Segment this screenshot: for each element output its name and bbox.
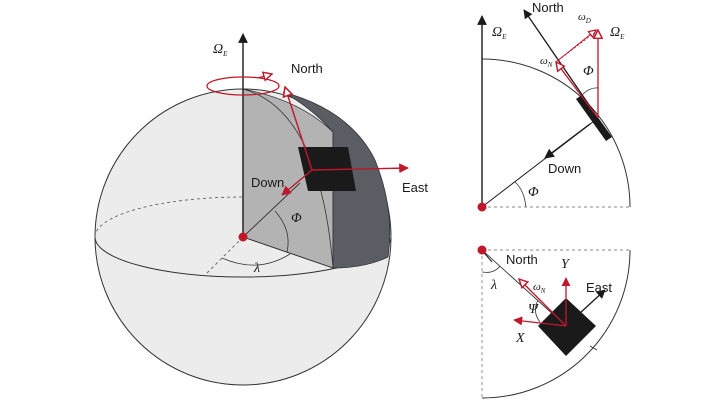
equatorial-section-diagram: North East λ ωN Ψ X Y [477,245,631,399]
longitude-label-br: λ [490,278,497,293]
axis-omega-label-tr: ΩE [492,25,507,41]
east-label: East [402,180,428,195]
x-label-br: X [515,331,525,346]
latitude-label-tr2: Φ [583,64,594,79]
latitude-angle-arc-tr2 [581,87,599,96]
north-arrow [285,87,313,171]
earth-center [238,232,248,242]
quarter-circle-arc-br [481,249,631,399]
meridian-section-diagram: ΩE North Down Φ Φ ΩE ωD ωN [477,0,631,212]
north-arrow-br [519,279,567,327]
latitude-angle-arc-tr [514,181,527,208]
down-arrow-tr [544,123,591,159]
earth-sphere-diagram: ΩE North East Down Φ λ [94,33,428,386]
longitude-dashed-line [204,236,244,276]
omega-n-red-arrow [556,62,599,119]
slice-radius-down [242,236,334,269]
omega-dashed-link [555,29,599,63]
x-axis-arrow-br [513,316,567,327]
psi-arc-br [535,299,541,323]
omega-e-label-tr: ΩE [610,25,625,41]
longitude-label: λ [253,261,260,276]
latitude-label-tr: Φ [528,185,539,200]
edge-tick-br [589,345,598,351]
latitude-angle-arc [274,210,289,253]
y-label-br: Y [561,257,571,272]
surface-plate [576,95,612,141]
center-dot-br [477,245,487,255]
latitude-label: Φ [291,211,302,226]
longitude-arc-br [481,265,501,273]
north-label-br: North [506,252,538,267]
down-label-tr: Down [548,161,581,176]
north-label-tr: North [532,0,564,15]
psi-label-br: Ψ [528,302,539,317]
down-label: Down [251,175,284,190]
center-dot-tr [477,202,487,212]
axis-omega-label: ΩE [213,42,228,58]
omega-n-label-br: ωN [533,281,546,295]
omega-n-label: ωN [540,55,553,69]
omega-d-label: ωD [578,11,591,25]
north-label: North [291,61,323,76]
rotation-ring-arrow [257,74,272,78]
east-arrow-br [565,289,606,327]
east-arrow [311,163,409,174]
down-arrow [281,169,313,196]
rotation-ring [206,76,280,96]
longitude-angle-arc [221,253,291,266]
east-label-br: East [586,280,612,295]
